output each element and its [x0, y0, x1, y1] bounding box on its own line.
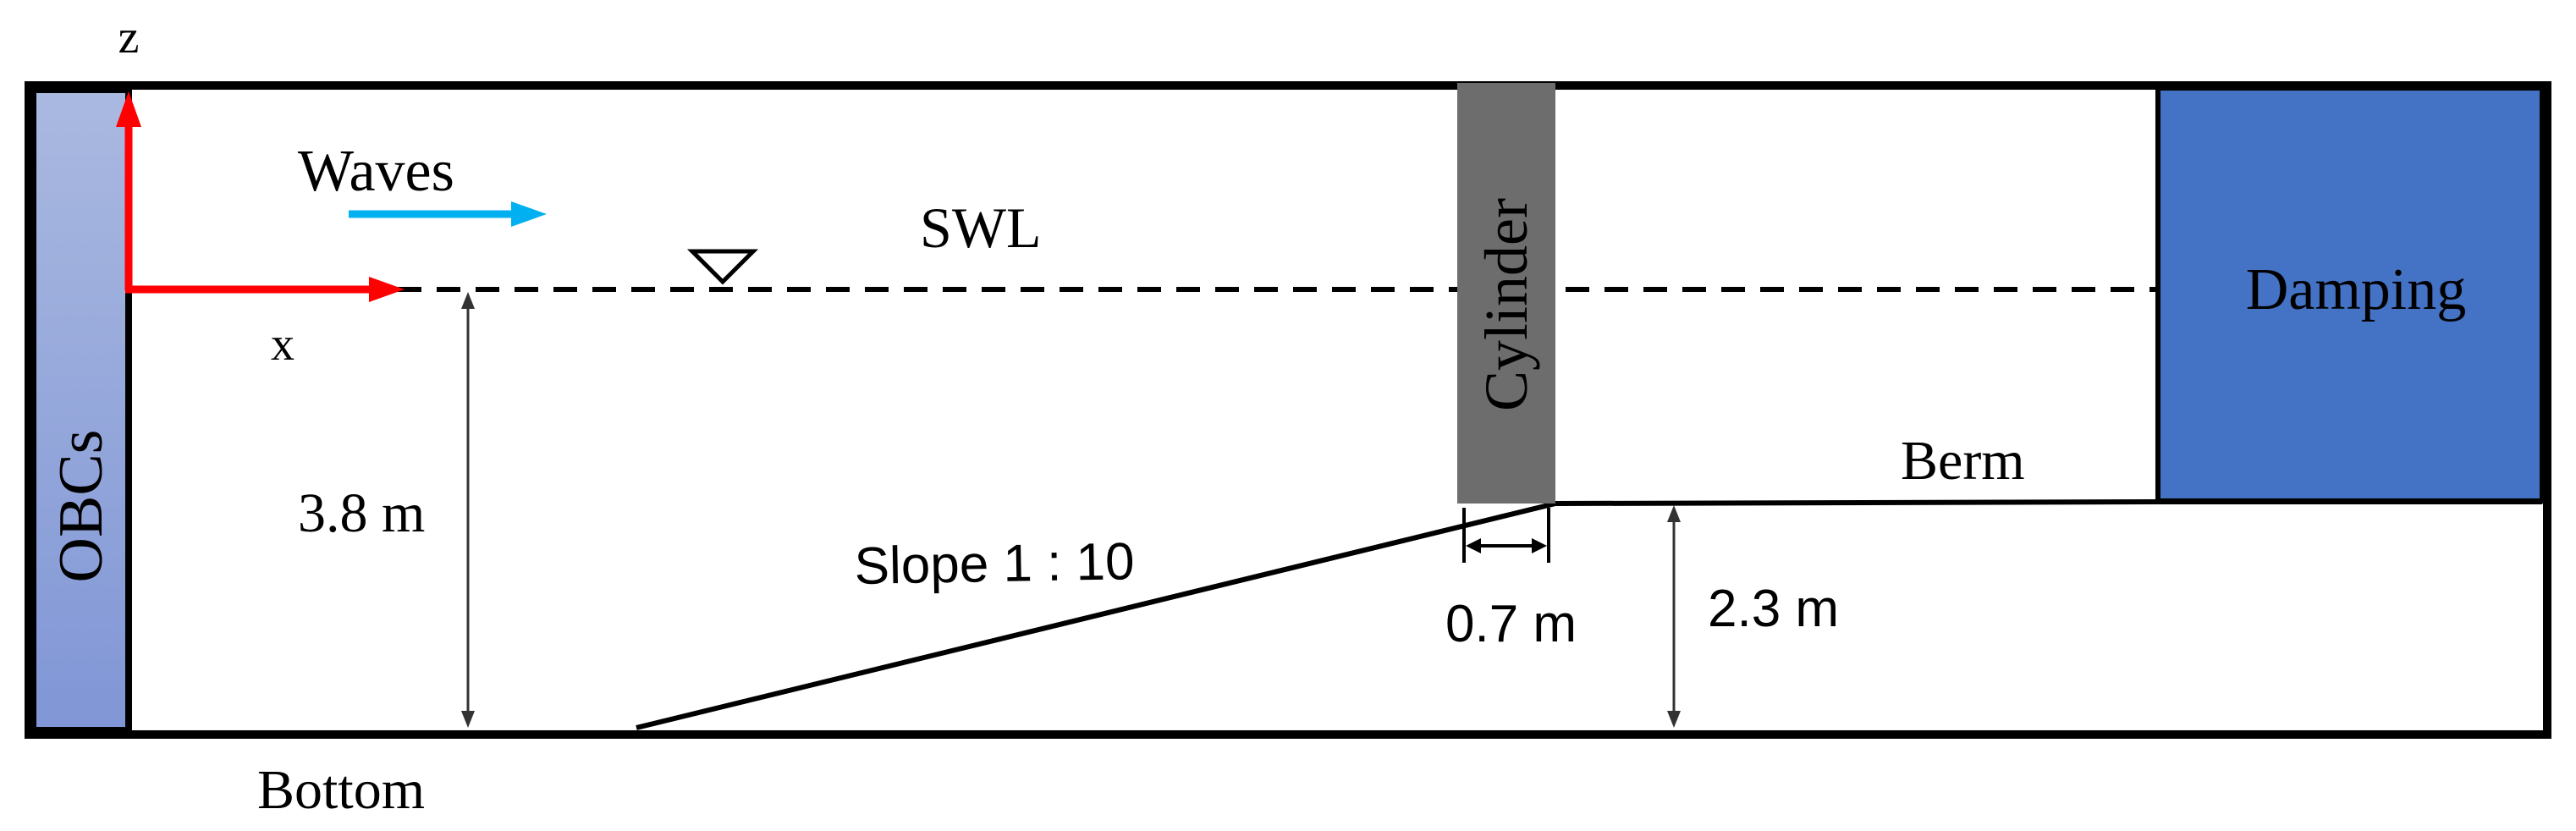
slope-label: Slope 1 : 10	[854, 532, 1135, 596]
x-axis-arrowhead	[369, 277, 405, 302]
cylinder	[1457, 83, 1555, 504]
berm-height-label: 2.3 m	[1708, 580, 1839, 638]
damping-label: Damping	[2246, 257, 2467, 322]
cylinder-width-left-arrow	[1466, 538, 1481, 553]
wave-arrow-head	[511, 201, 547, 227]
depth-label: 3.8 m	[298, 482, 425, 544]
berm-height-bottom-arrow	[1667, 711, 1681, 728]
inverted-triangle-icon	[686, 249, 759, 285]
depth-dimension-bottom-arrow	[461, 711, 475, 728]
berm-height-top-arrow	[1667, 505, 1681, 522]
berm-label: Berm	[1901, 430, 2025, 492]
waves-label: Waves	[298, 139, 454, 204]
obcs-label: OBCs	[47, 430, 116, 583]
cylinder-width-right-arrow	[1532, 538, 1547, 553]
cylinder-width-label: 0.7 m	[1445, 595, 1577, 653]
depth-dimension-top-arrow	[461, 292, 475, 309]
bottom-label: Bottom	[257, 759, 425, 821]
domain-boundary	[25, 81, 2551, 739]
z-axis-label: z	[118, 11, 140, 63]
seabed-slope-berm	[636, 499, 2167, 730]
swl-label: SWL	[920, 195, 1042, 260]
obcs-panel	[30, 86, 132, 734]
cylinder-label: Cylinder	[1472, 198, 1540, 411]
x-axis-label: x	[271, 318, 294, 371]
z-axis-arrowhead	[116, 91, 141, 127]
